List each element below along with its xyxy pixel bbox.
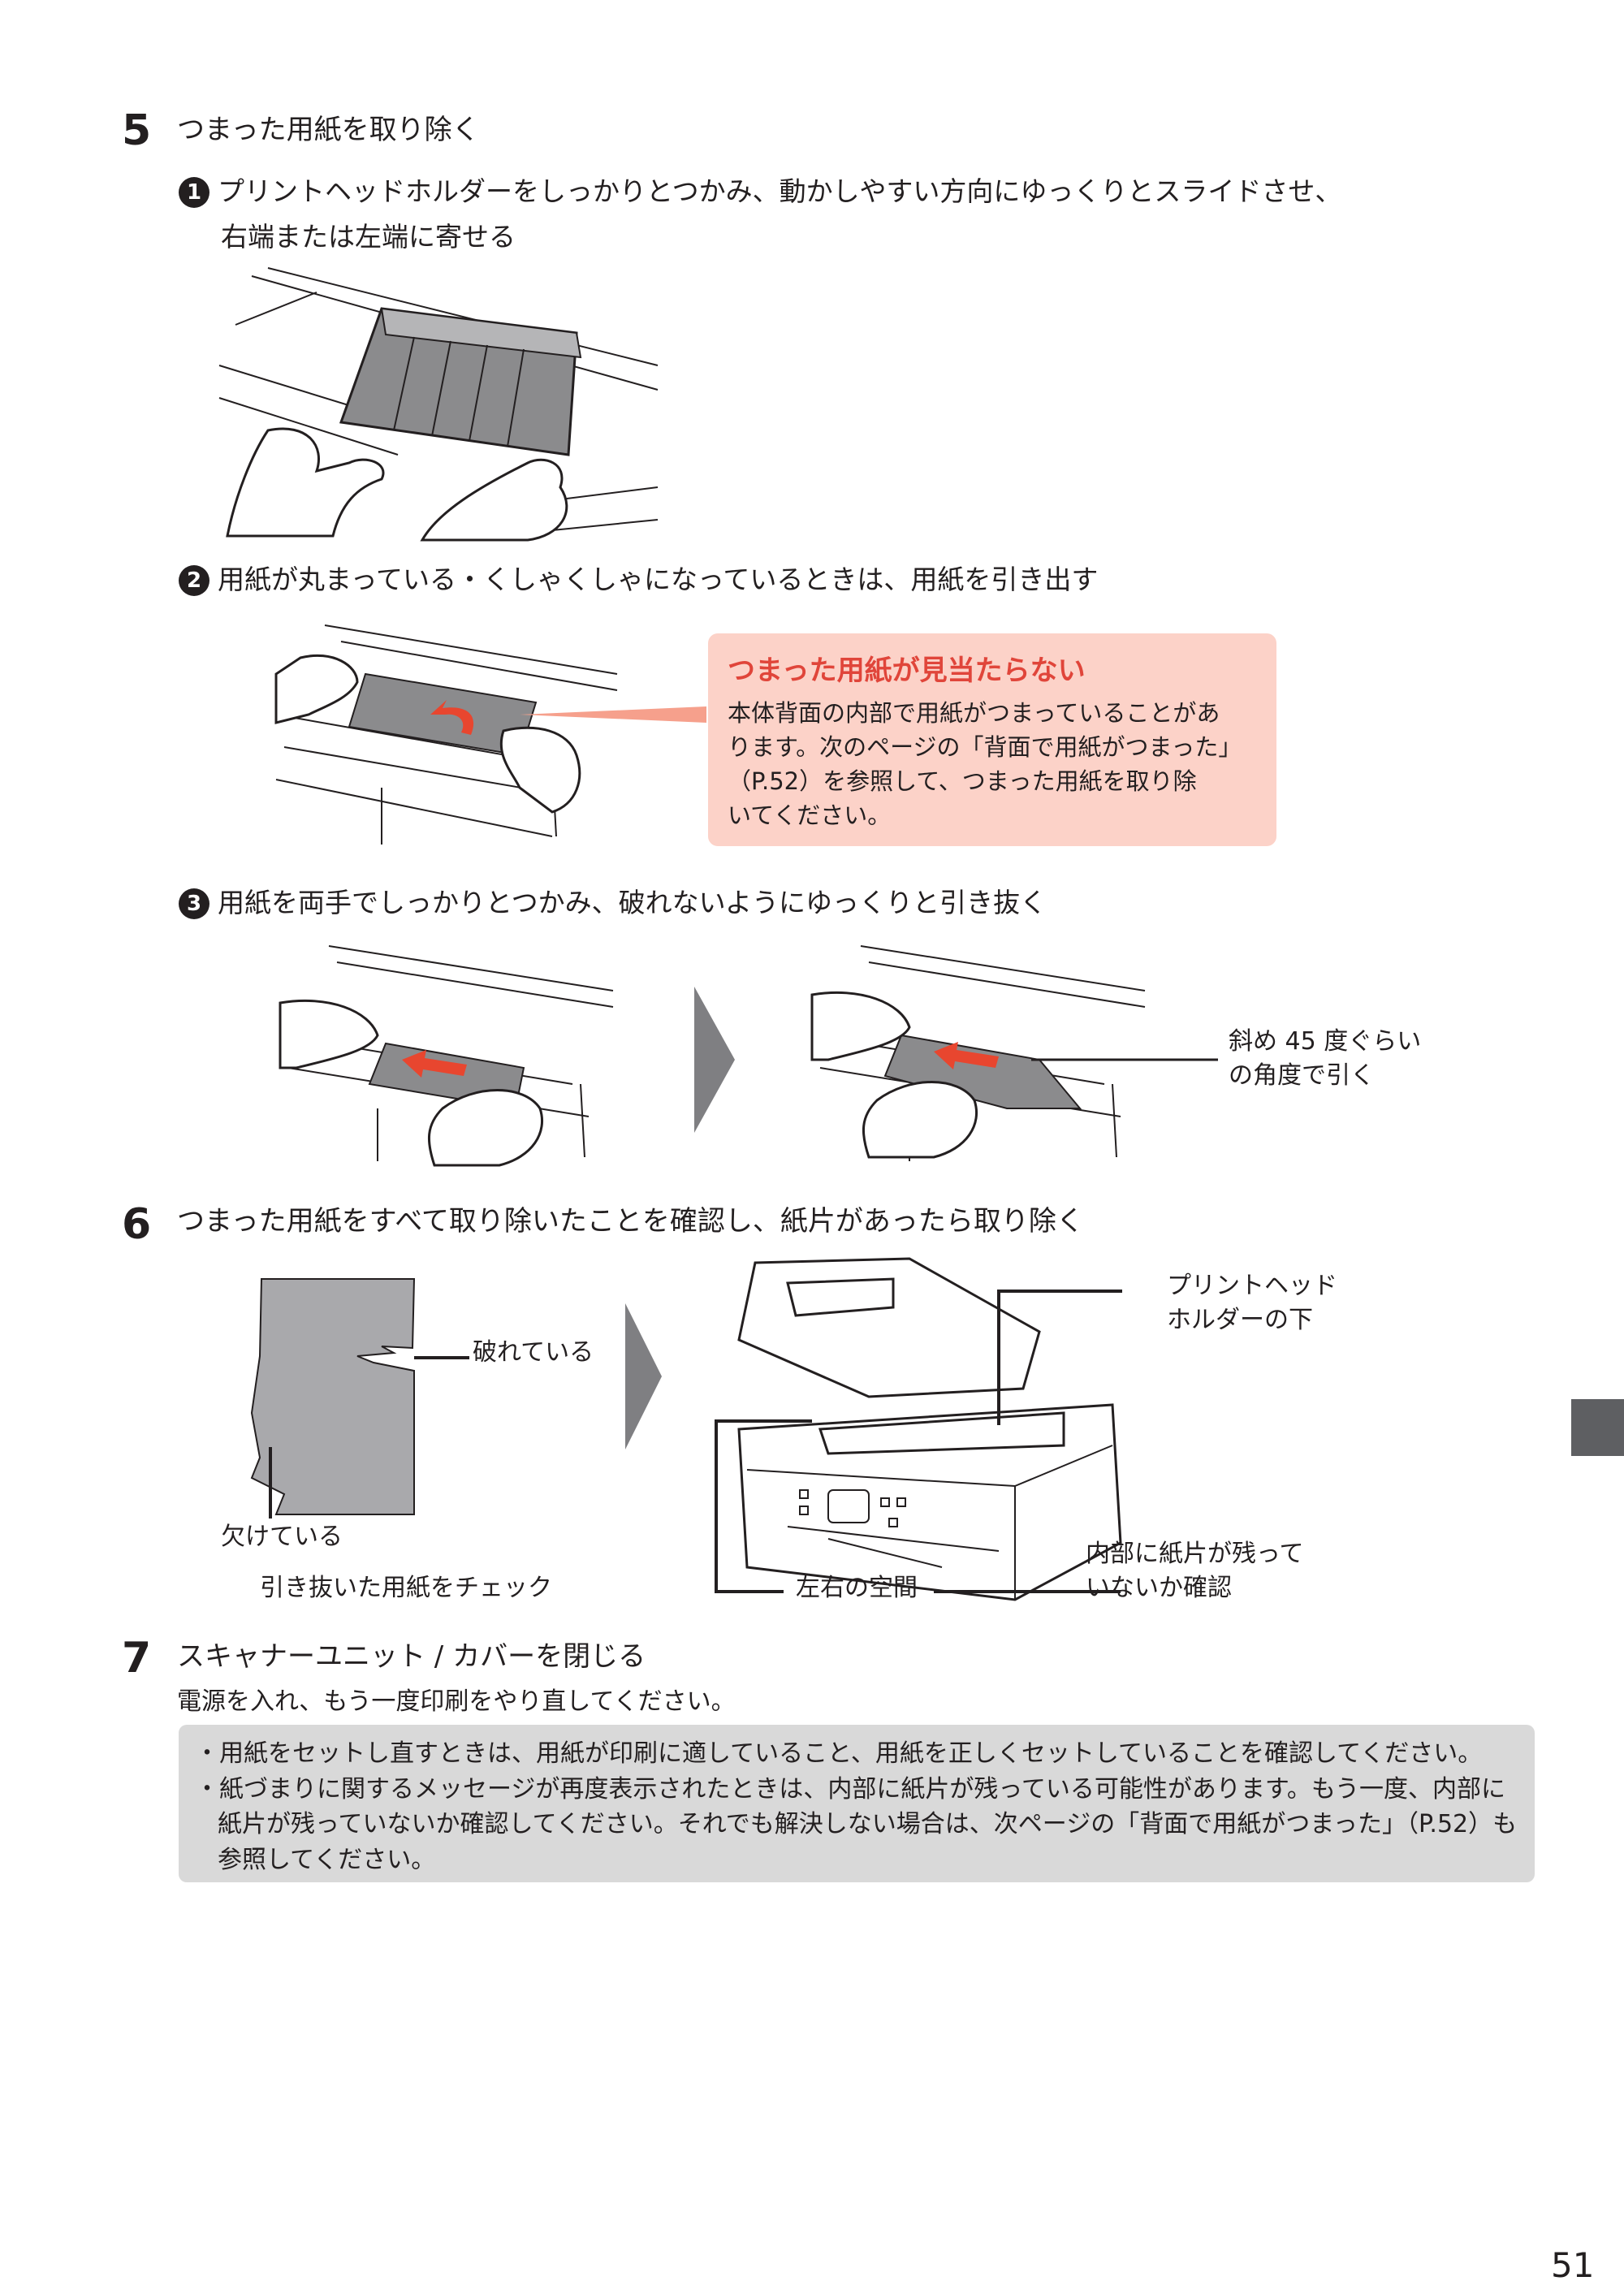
step-badge-2: 2 [179, 565, 209, 596]
print-head-illustration [218, 267, 659, 542]
step-5-sub-3: 3 用紙を両手でしっかりとつかみ、破れないようにゆっくりと引き抜く [179, 883, 1047, 922]
pull-paper-illustration-2 [810, 945, 1218, 1161]
step-5-title: つまった用紙を取り除く [177, 114, 480, 146]
next-arrow [625, 1303, 662, 1449]
callout-body: 本体背面の内部で用紙がつまっていることがあ ります。次のページの「背面で用紙がつ… [728, 696, 1257, 832]
holder-label-line: プリントヘッド [1167, 1272, 1337, 1300]
printer-open-illustration [715, 1257, 1122, 1601]
step-5-sub-2: 2 用紙が丸まっている・くしゃくしゃになっているときは、用紙を引き出す [179, 560, 1098, 599]
step-5-number: 5 [122, 106, 152, 155]
inside-label: 内部に紙片が残って いないか確認 [1086, 1537, 1304, 1605]
torn-label: 破れている [473, 1338, 594, 1367]
callout-line: 本体背面の内部で用紙がつまっていることがあ [728, 699, 1220, 727]
pull-paper-illustration-1 [279, 945, 614, 1167]
step-6-title: つまった用紙をすべて取り除いたことを確認し、紙片があったら取り除く [177, 1205, 1084, 1238]
callout-title: つまった用紙が見当たらない [728, 655, 1086, 687]
step-7-number: 7 [122, 1634, 152, 1683]
next-arrow [694, 987, 735, 1133]
angle-label-line: の角度で引く [1229, 1061, 1375, 1090]
space-label: 左右の空間 [796, 1574, 918, 1602]
sub-2-text: 用紙が丸まっている・くしゃくしゃになっているときは、用紙を引き出す [218, 564, 1099, 595]
step-badge-3: 3 [179, 888, 209, 919]
note-item: 用紙をセットし直すときは、用紙が印刷に適していること、用紙を正しくセットしている… [195, 1736, 1518, 1772]
chapter-tab [1571, 1399, 1624, 1456]
missing-label: 欠けている [221, 1523, 343, 1551]
sub-1-line-2: 右端または左端に寄せる [221, 221, 516, 253]
inside-label-line: 内部に紙片が残って [1086, 1540, 1304, 1568]
callout-line: いてください。 [728, 801, 892, 830]
notes-box: 用紙をセットし直すときは、用紙が印刷に適していること、用紙を正しくセットしている… [179, 1725, 1535, 1882]
inside-label-line: いないか確認 [1086, 1574, 1232, 1602]
angle-label: 斜め 45 度ぐらい の角度で引く [1229, 1025, 1421, 1093]
crumpled-paper-illustration [274, 624, 706, 845]
step-6-number: 6 [122, 1200, 152, 1249]
callout-line: （P.52）を参照して、つまった用紙を取り除 [728, 767, 1197, 796]
step-5-sub-1: 1 プリントヘッドホルダーをしっかりとつかみ、動かしやすい方向にゆっくりとスライド… [179, 172, 1341, 211]
holder-label-line: ホルダーの下 [1167, 1306, 1313, 1334]
page-number: 51 [1551, 2245, 1595, 2285]
step-7-desc: 電源を入れ、もう一度印刷をやり直してください。 [177, 1687, 736, 1716]
holder-label: プリントヘッド ホルダーの下 [1167, 1269, 1337, 1337]
step-badge-1: 1 [179, 177, 209, 208]
angle-label-line: 斜め 45 度ぐらい [1229, 1027, 1422, 1056]
step-7-title: スキャナーユニット / カバーを閉じる [177, 1640, 646, 1673]
missing-paper-callout: つまった用紙が見当たらない 本体背面の内部で用紙がつまっていることがあ ります。… [708, 633, 1276, 846]
callout-line: ります。次のページの「背面で用紙がつまった」 [728, 733, 1242, 762]
note-item: 紙づまりに関するメッセージが再度表示されたときは、内部に紙片が残っている可能性が… [195, 1772, 1518, 1878]
sub-1-line-1: プリントヘッドホルダーをしっかりとつかみ、動かしやすい方向にゆっくりとスライドさ… [218, 175, 1342, 207]
check-caption: 引き抜いた用紙をチェック [260, 1574, 552, 1602]
sub-3-text: 用紙を両手でしっかりとつかみ、破れないようにゆっくりと引き抜く [218, 887, 1047, 918]
torn-paper-illustration [250, 1278, 469, 1519]
